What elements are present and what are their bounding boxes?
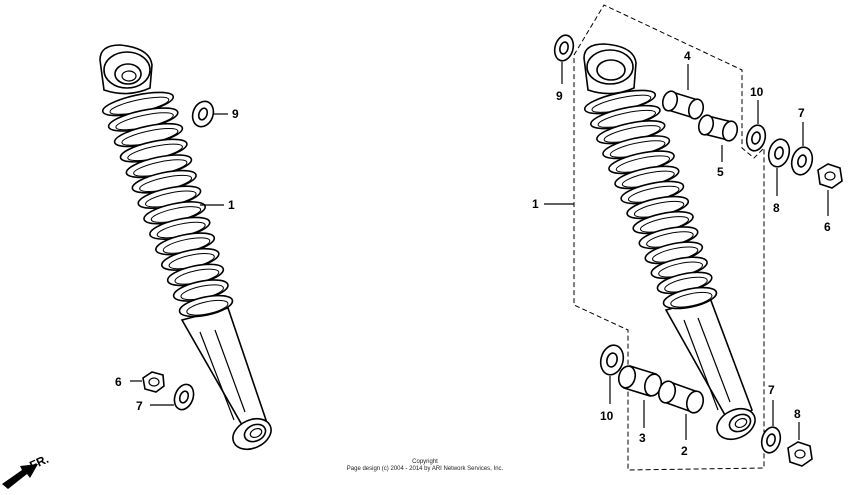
assembly-outline <box>573 4 765 471</box>
right-washer-10-bottom <box>599 344 625 404</box>
spring-coil-inner <box>670 291 713 308</box>
right-washer-10-top <box>745 100 767 152</box>
right-washer-9 <box>553 34 575 84</box>
right-nut-6-top <box>817 163 843 216</box>
right-label-2: 2 <box>681 444 688 458</box>
left-label-7: 7 <box>136 399 143 413</box>
right-label-8: 8 <box>773 201 780 215</box>
left-nut-6 <box>130 371 165 393</box>
right-washer-8 <box>767 138 791 196</box>
right-label-7-bottom: 7 <box>768 383 775 397</box>
right-nut-bottom <box>787 422 813 467</box>
collar-5 <box>697 114 739 162</box>
front-direction-arrow-icon <box>2 464 38 489</box>
bushing-4 <box>661 64 705 120</box>
right-label-6-top: 6 <box>824 220 831 234</box>
right-label-4: 4 <box>684 49 691 63</box>
collar-3 <box>617 364 663 428</box>
bushing-2 <box>657 380 705 440</box>
right-label-10-top: 10 <box>750 85 764 99</box>
left-upper-eye <box>99 44 153 95</box>
right-washer-7-top <box>790 122 814 176</box>
right-upper-eye <box>583 43 637 95</box>
left-label-6: 6 <box>115 375 122 389</box>
copyright-line-2: Page design (c) 2004 - 2014 by ARI Netwo… <box>346 466 504 472</box>
left-label-1: 1 <box>228 198 235 212</box>
left-shock-absorber <box>99 44 272 451</box>
left-lower-eye <box>232 417 272 451</box>
left-washer-7 <box>150 383 195 411</box>
right-label-bottom: 8 <box>794 407 801 421</box>
spring-coil-inner <box>186 299 229 316</box>
left-label-9: 9 <box>232 107 239 121</box>
left-washer-9 <box>191 100 228 128</box>
copyright-line-1: Copyright <box>412 459 438 465</box>
right-label-3: 3 <box>639 431 646 445</box>
left-spring <box>101 91 234 318</box>
right-label-7-top: 7 <box>798 106 805 120</box>
right-lower-eye <box>716 407 756 441</box>
right-shock-absorber <box>583 43 756 441</box>
right-label-9: 9 <box>556 89 563 103</box>
right-label-10-bottom: 10 <box>600 409 614 423</box>
right-label-1: 1 <box>532 197 539 211</box>
right-label-5: 5 <box>717 165 724 179</box>
right-spring <box>583 89 718 310</box>
right-washer-7-bottom <box>760 400 782 454</box>
